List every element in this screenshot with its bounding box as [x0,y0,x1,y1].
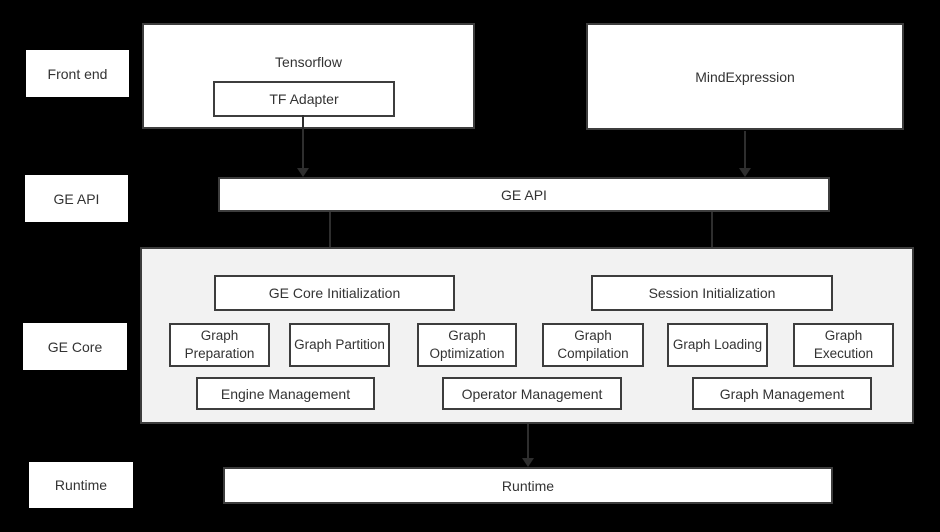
arrow-tf-adapter-to-ge-api [297,115,309,177]
arrow-mindexpression-to-ge-api [739,131,751,177]
stage-box-graph-optimization: Graph Optimization [417,323,517,367]
tf-adapter-box: TF Adapter [213,81,395,117]
arrow-line [302,115,304,170]
arrow-head-icon [739,168,751,177]
arrow-head-icon [522,458,534,467]
runtime-bar: Runtime [223,467,833,504]
stage-box-graph-loading: Graph Loading [667,323,768,367]
arrow-ge-core-to-runtime [522,424,534,467]
stage-box-graph-execution: Graph Execution [793,323,894,367]
arrow-line [329,212,331,264]
arrow-head-icon [297,168,309,177]
row-label-ge-api: GE API [25,175,128,222]
ge-api-bar: GE API [218,177,830,212]
session-initialization-box: Session Initialization [591,275,833,311]
ge-core-container: GE Core Initialization Session Initializ… [140,247,914,424]
arrow-line [744,131,746,170]
tensorflow-title: Tensorflow [275,54,342,70]
mindexpression-box: MindExpression [586,23,904,130]
stage-box-graph-preparation: Graph Preparation [169,323,270,367]
arrow-line [527,424,529,460]
stage-box-graph-partition: Graph Partition [289,323,390,367]
row-label-ge-core: GE Core [23,323,127,370]
arrow-line [711,212,713,264]
graph-management-box: Graph Management [692,377,872,410]
operator-management-box: Operator Management [442,377,622,410]
stage-box-graph-compilation: Graph Compilation [542,323,644,367]
row-label-front-end: Front end [26,50,129,97]
engine-management-box: Engine Management [196,377,375,410]
ge-core-initialization-box: GE Core Initialization [214,275,455,311]
row-label-runtime: Runtime [29,462,133,508]
tensorflow-box: Tensorflow TF Adapter [142,23,475,129]
